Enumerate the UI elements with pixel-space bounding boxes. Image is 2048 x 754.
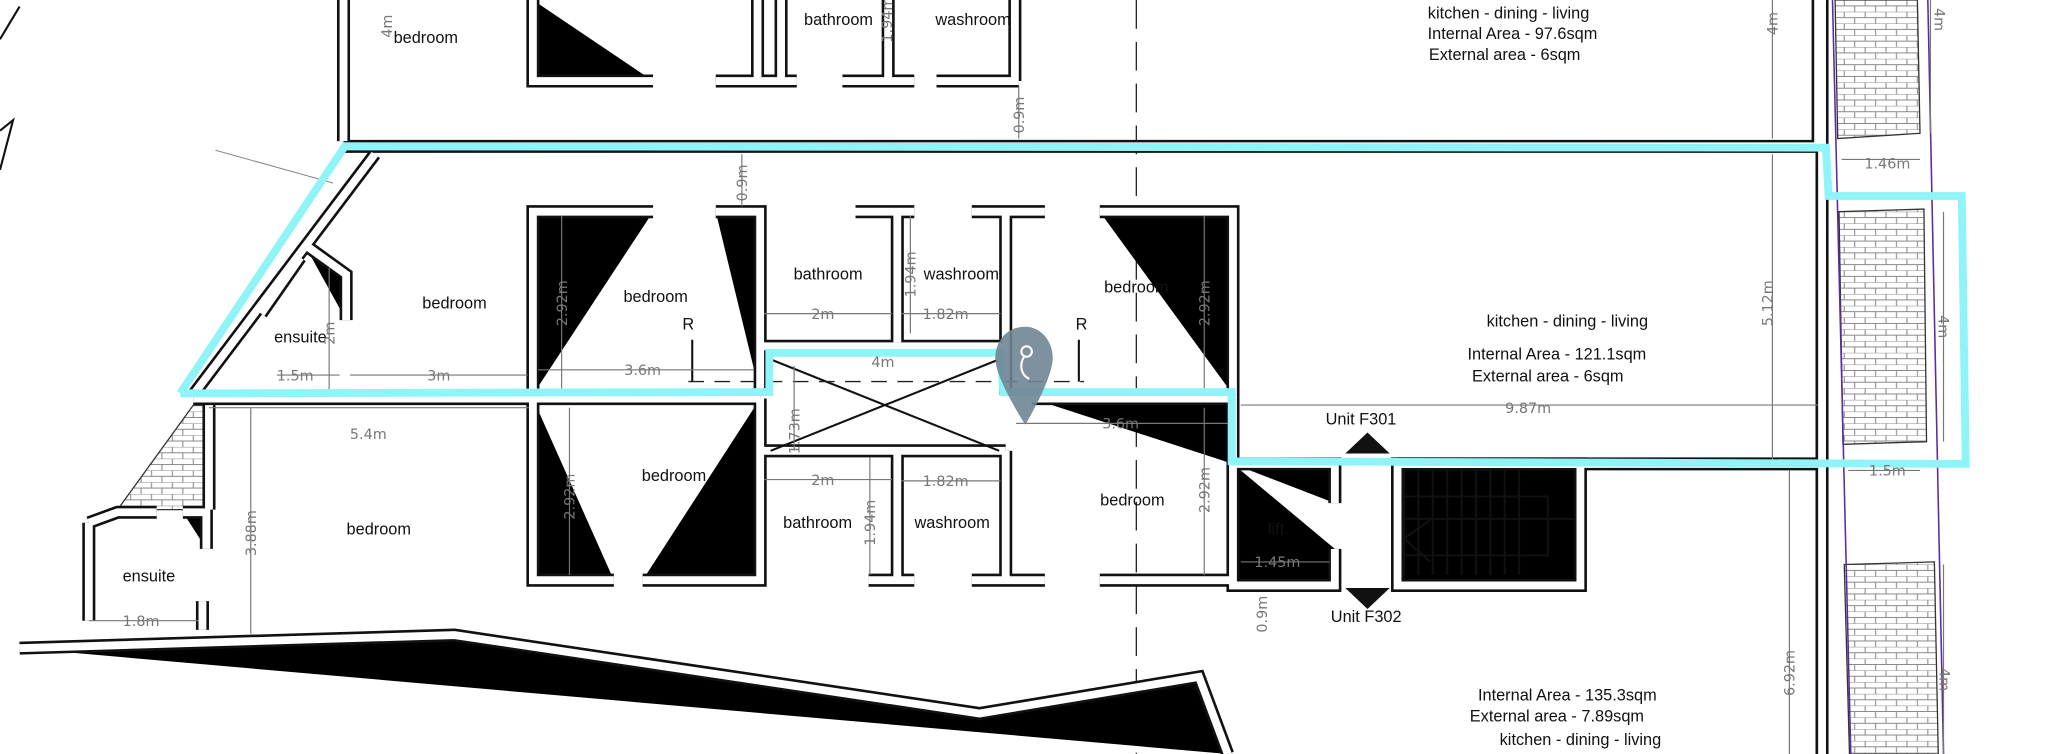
f301-external-area: External area - 6sqm [1472, 368, 1624, 386]
dimension-label: 3.6m [624, 363, 661, 379]
room-label: ensuite [274, 328, 327, 346]
balcony-hatching [116, 0, 1939, 754]
dimension-label: 6.92m [1783, 650, 1799, 696]
dimension-label: 0.9m [735, 165, 751, 202]
dimension-label: 1.73m [787, 408, 803, 454]
dimension-label: 3m [427, 368, 450, 384]
dimension-label: 1.94m [904, 251, 920, 297]
dimension-label: 1.82m [923, 307, 969, 323]
dimension-label: 4m [1936, 668, 1952, 691]
dimension-label: 5.4m [350, 427, 387, 443]
dimension-labels: 4m 1.94m 0.9m 4m 4m 1.46m 0.9m 2.92m 1.9… [123, 0, 1952, 696]
dimension-label: 1.5m [277, 368, 314, 384]
room-label: lift [1268, 520, 1285, 538]
dimension-label: 4m [1766, 12, 1782, 35]
dimension-label: 2.92m [563, 474, 579, 520]
room-labels: bedroom bathroom washroom bedroom ensuit… [123, 11, 1402, 626]
room-label: washroom [923, 266, 999, 284]
location-pin-icon[interactable] [995, 326, 1053, 425]
dimension-label: 1.46m [1864, 157, 1910, 173]
dimension-label: 1.8m [123, 614, 160, 630]
room-label: bedroom [347, 520, 411, 538]
section-marker: R [682, 315, 694, 333]
unit-f301-outline [176, 142, 1970, 468]
dimension-label: 1.94m [863, 500, 879, 546]
dimension-label: 0.9m [1012, 97, 1028, 134]
f302-external-area: External area - 7.89sqm [1470, 707, 1644, 725]
room-label: bedroom [623, 288, 687, 306]
f301-internal-area: Internal Area - 121.1sqm [1468, 345, 1647, 363]
dimension-label: 4m [1934, 315, 1950, 338]
unit-f301-arrow [1345, 432, 1390, 454]
dimension-label: 4m [871, 355, 894, 371]
dimension-label: 1.45m [1254, 555, 1300, 571]
top-unit-external-area: External area - 6sqm [1429, 46, 1581, 64]
unit-f301-label: Unit F301 [1326, 411, 1397, 429]
area-labels: kitchen - dining - living Internal Area … [1428, 4, 1662, 749]
dimension-label: 2.92m [1197, 467, 1213, 513]
room-label: ensuite [123, 568, 176, 586]
dimension-label: 2.92m [1197, 280, 1213, 326]
room-label: bathroom [804, 11, 873, 29]
room-label: bedroom [394, 29, 458, 47]
walls [20, 0, 1822, 754]
stairwell-void [688, 339, 1085, 452]
dimension-label: 1.5m [1869, 464, 1906, 480]
unit-f302-arrow [1345, 588, 1390, 609]
dimension-label: 1.82m [923, 474, 969, 490]
top-unit-internal-area: Internal Area - 97.6sqm [1428, 25, 1598, 43]
dimension-label: 0.9m [1255, 596, 1271, 633]
unit-f302-label: Unit F302 [1331, 608, 1402, 626]
dimension-label: 5.12m [1760, 280, 1776, 326]
dimension-label: 2m [322, 322, 338, 345]
room-label: bedroom [1104, 279, 1168, 297]
dimension-label: 9.87m [1505, 401, 1551, 417]
f302-room: kitchen - dining - living [1500, 731, 1662, 749]
room-label: bedroom [642, 467, 706, 485]
room-label: bathroom [783, 514, 852, 532]
staircase [1403, 470, 1574, 575]
dimension-label: 2m [811, 307, 834, 323]
room-label: washroom [914, 514, 990, 532]
dimension-label: 4m [1930, 8, 1946, 31]
dimension-label: 3.88m [244, 510, 260, 556]
top-unit-room: kitchen - dining - living [1428, 4, 1590, 22]
room-label: bedroom [422, 294, 486, 312]
dimension-label: 3.6m [1102, 417, 1139, 433]
room-label: washroom [934, 11, 1010, 29]
dimension-lines [88, 0, 1945, 754]
f302-internal-area: Internal Area - 135.3sqm [1478, 686, 1657, 704]
dimension-label: 1.94m [880, 0, 896, 43]
site-boundary [0, 0, 1945, 754]
room-label: bedroom [1100, 492, 1164, 510]
dimension-label: 4m [380, 15, 396, 38]
dimension-label: 2.92m [555, 280, 571, 326]
f301-room: kitchen - dining - living [1487, 313, 1649, 331]
room-label: bathroom [794, 266, 863, 284]
section-marker: R [1076, 315, 1088, 333]
dimension-label: 2m [811, 473, 834, 489]
